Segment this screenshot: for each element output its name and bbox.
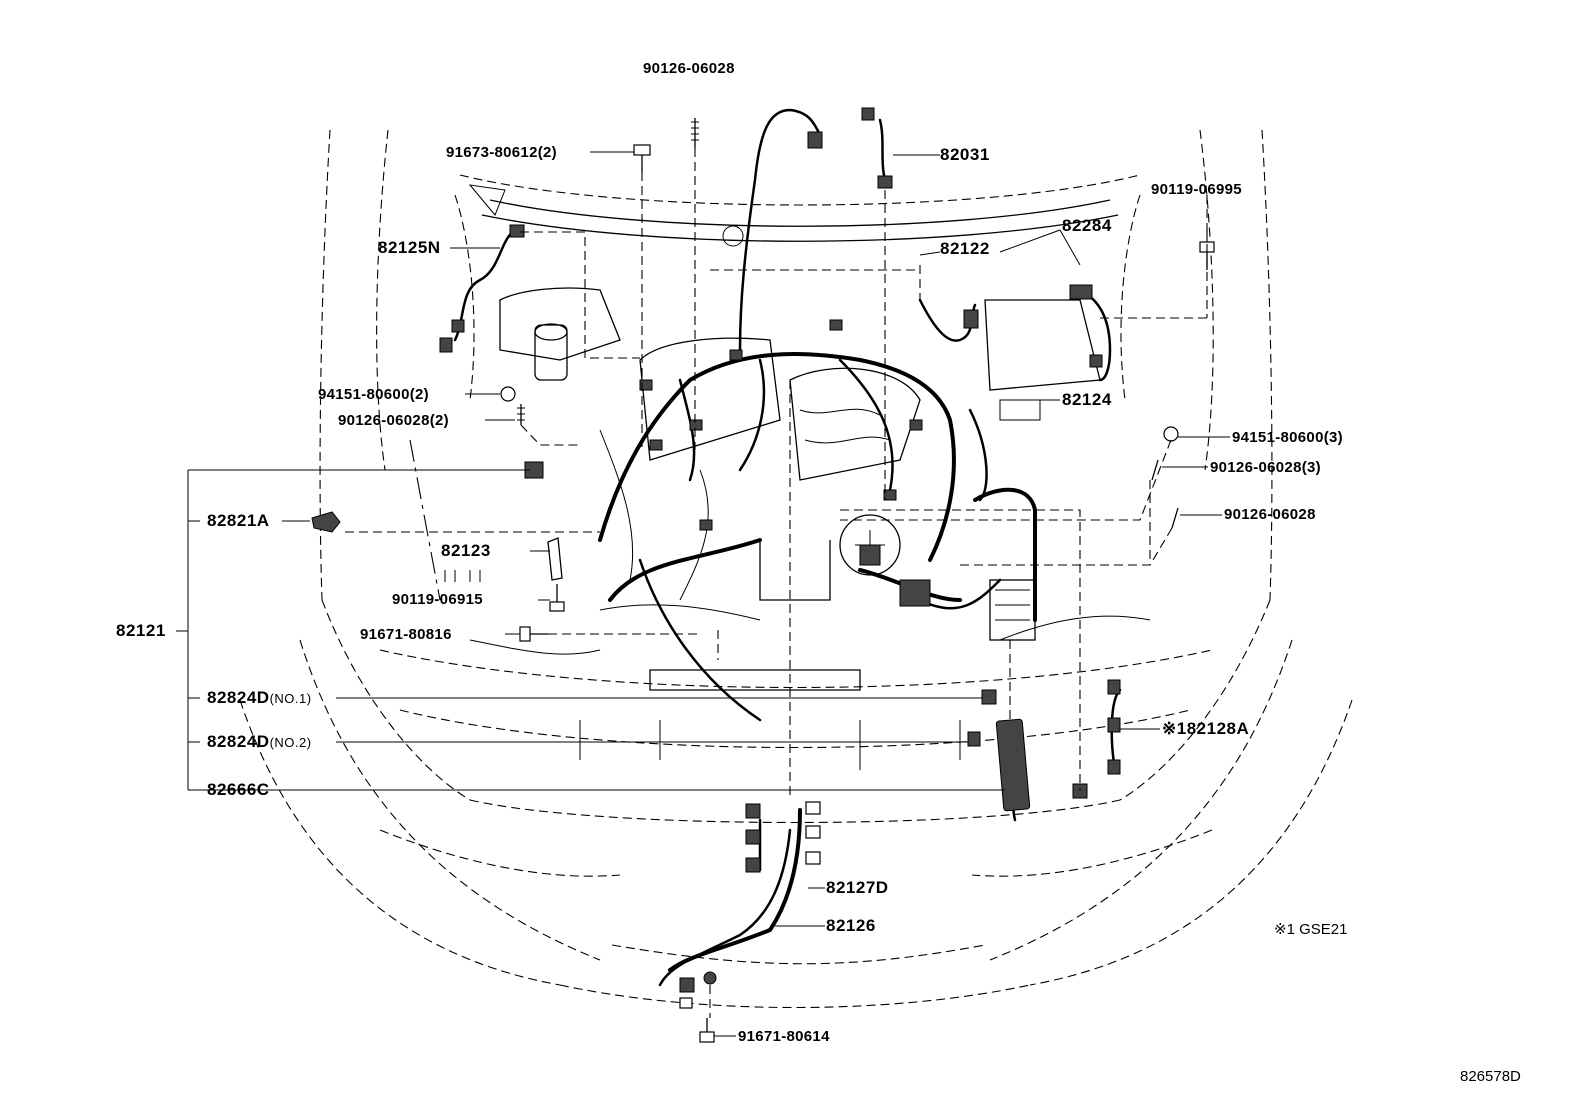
diagram-id: 826578D [1460,1068,1521,1085]
label-90126-06028-left: 90126-06028(2) [338,412,449,429]
bolt-91671-80816 [519,626,548,642]
connectors [439,107,1121,1009]
label-82824D-no2-part: 82824D [207,732,270,751]
bolt-90119-06915 [549,584,565,612]
label-82126: 82126 [826,916,876,935]
leader-lines [176,148,1230,1037]
stud-90126-right [1171,507,1179,529]
engine-bay-outline [468,184,1151,791]
vehicle-body-outline [239,129,1353,1009]
label-82128A: ※182128A [1162,719,1250,738]
label-82824D-no1: 82824D(NO.1) [207,689,312,706]
label-90119-06995: 90119-06995 [1151,181,1242,198]
stud-90126-left [517,404,525,425]
stud-90126-right3 [1151,459,1159,481]
clamp-82821A [311,511,341,533]
label-82824D-no1-note: (NO.1) [269,691,312,706]
label-82121: 82121 [116,621,166,640]
footnote-gse21: ※1 GSE21 [1274,921,1348,938]
bracket-82123 [547,537,563,581]
nut-94151-left [500,386,516,402]
label-82122: 82122 [940,239,990,258]
label-90126-06028-top: 90126-06028 [643,60,735,77]
nut-94151-right [1163,426,1179,442]
fasteners [311,118,1215,1043]
label-82821A: 82821A [207,511,270,530]
wire-harness-top [453,108,1112,502]
label-91671-80614: 91671-80614 [738,1028,830,1045]
label-82125N: 82125N [378,238,441,257]
label-82824D-no2: 82824D(NO.2) [207,733,312,750]
label-82124: 82124 [1062,390,1112,409]
label-94151-80600-left: 94151-80600(2) [318,386,429,403]
label-82127D: 82127D [826,878,889,897]
label-94151-80600-right: 94151-80600(3) [1232,429,1343,446]
label-82824D-no2-note: (NO.2) [269,735,312,750]
label-82824D-no1-part: 82824D [207,688,270,707]
bolt-91673 [633,144,651,172]
label-82284: 82284 [1062,216,1112,235]
bolt-91671-80614 [699,1018,715,1043]
label-91671-80816: 91671-80816 [360,626,452,643]
label-82031: 82031 [940,145,990,164]
wire-harness-right [973,487,1122,822]
wire-harness-front [658,808,802,987]
label-91673-80612: 91673-80612(2) [446,144,557,161]
label-90126-06028-right: 90126-06028 [1224,506,1316,523]
label-90126-06028-right3: 90126-06028(3) [1210,459,1321,476]
stud-90126-top [691,118,699,148]
label-82666C: 82666C [207,780,270,799]
wire-harness-main [598,352,1002,722]
label-90119-06915: 90119-06915 [392,591,483,608]
label-82123: 82123 [441,541,491,560]
